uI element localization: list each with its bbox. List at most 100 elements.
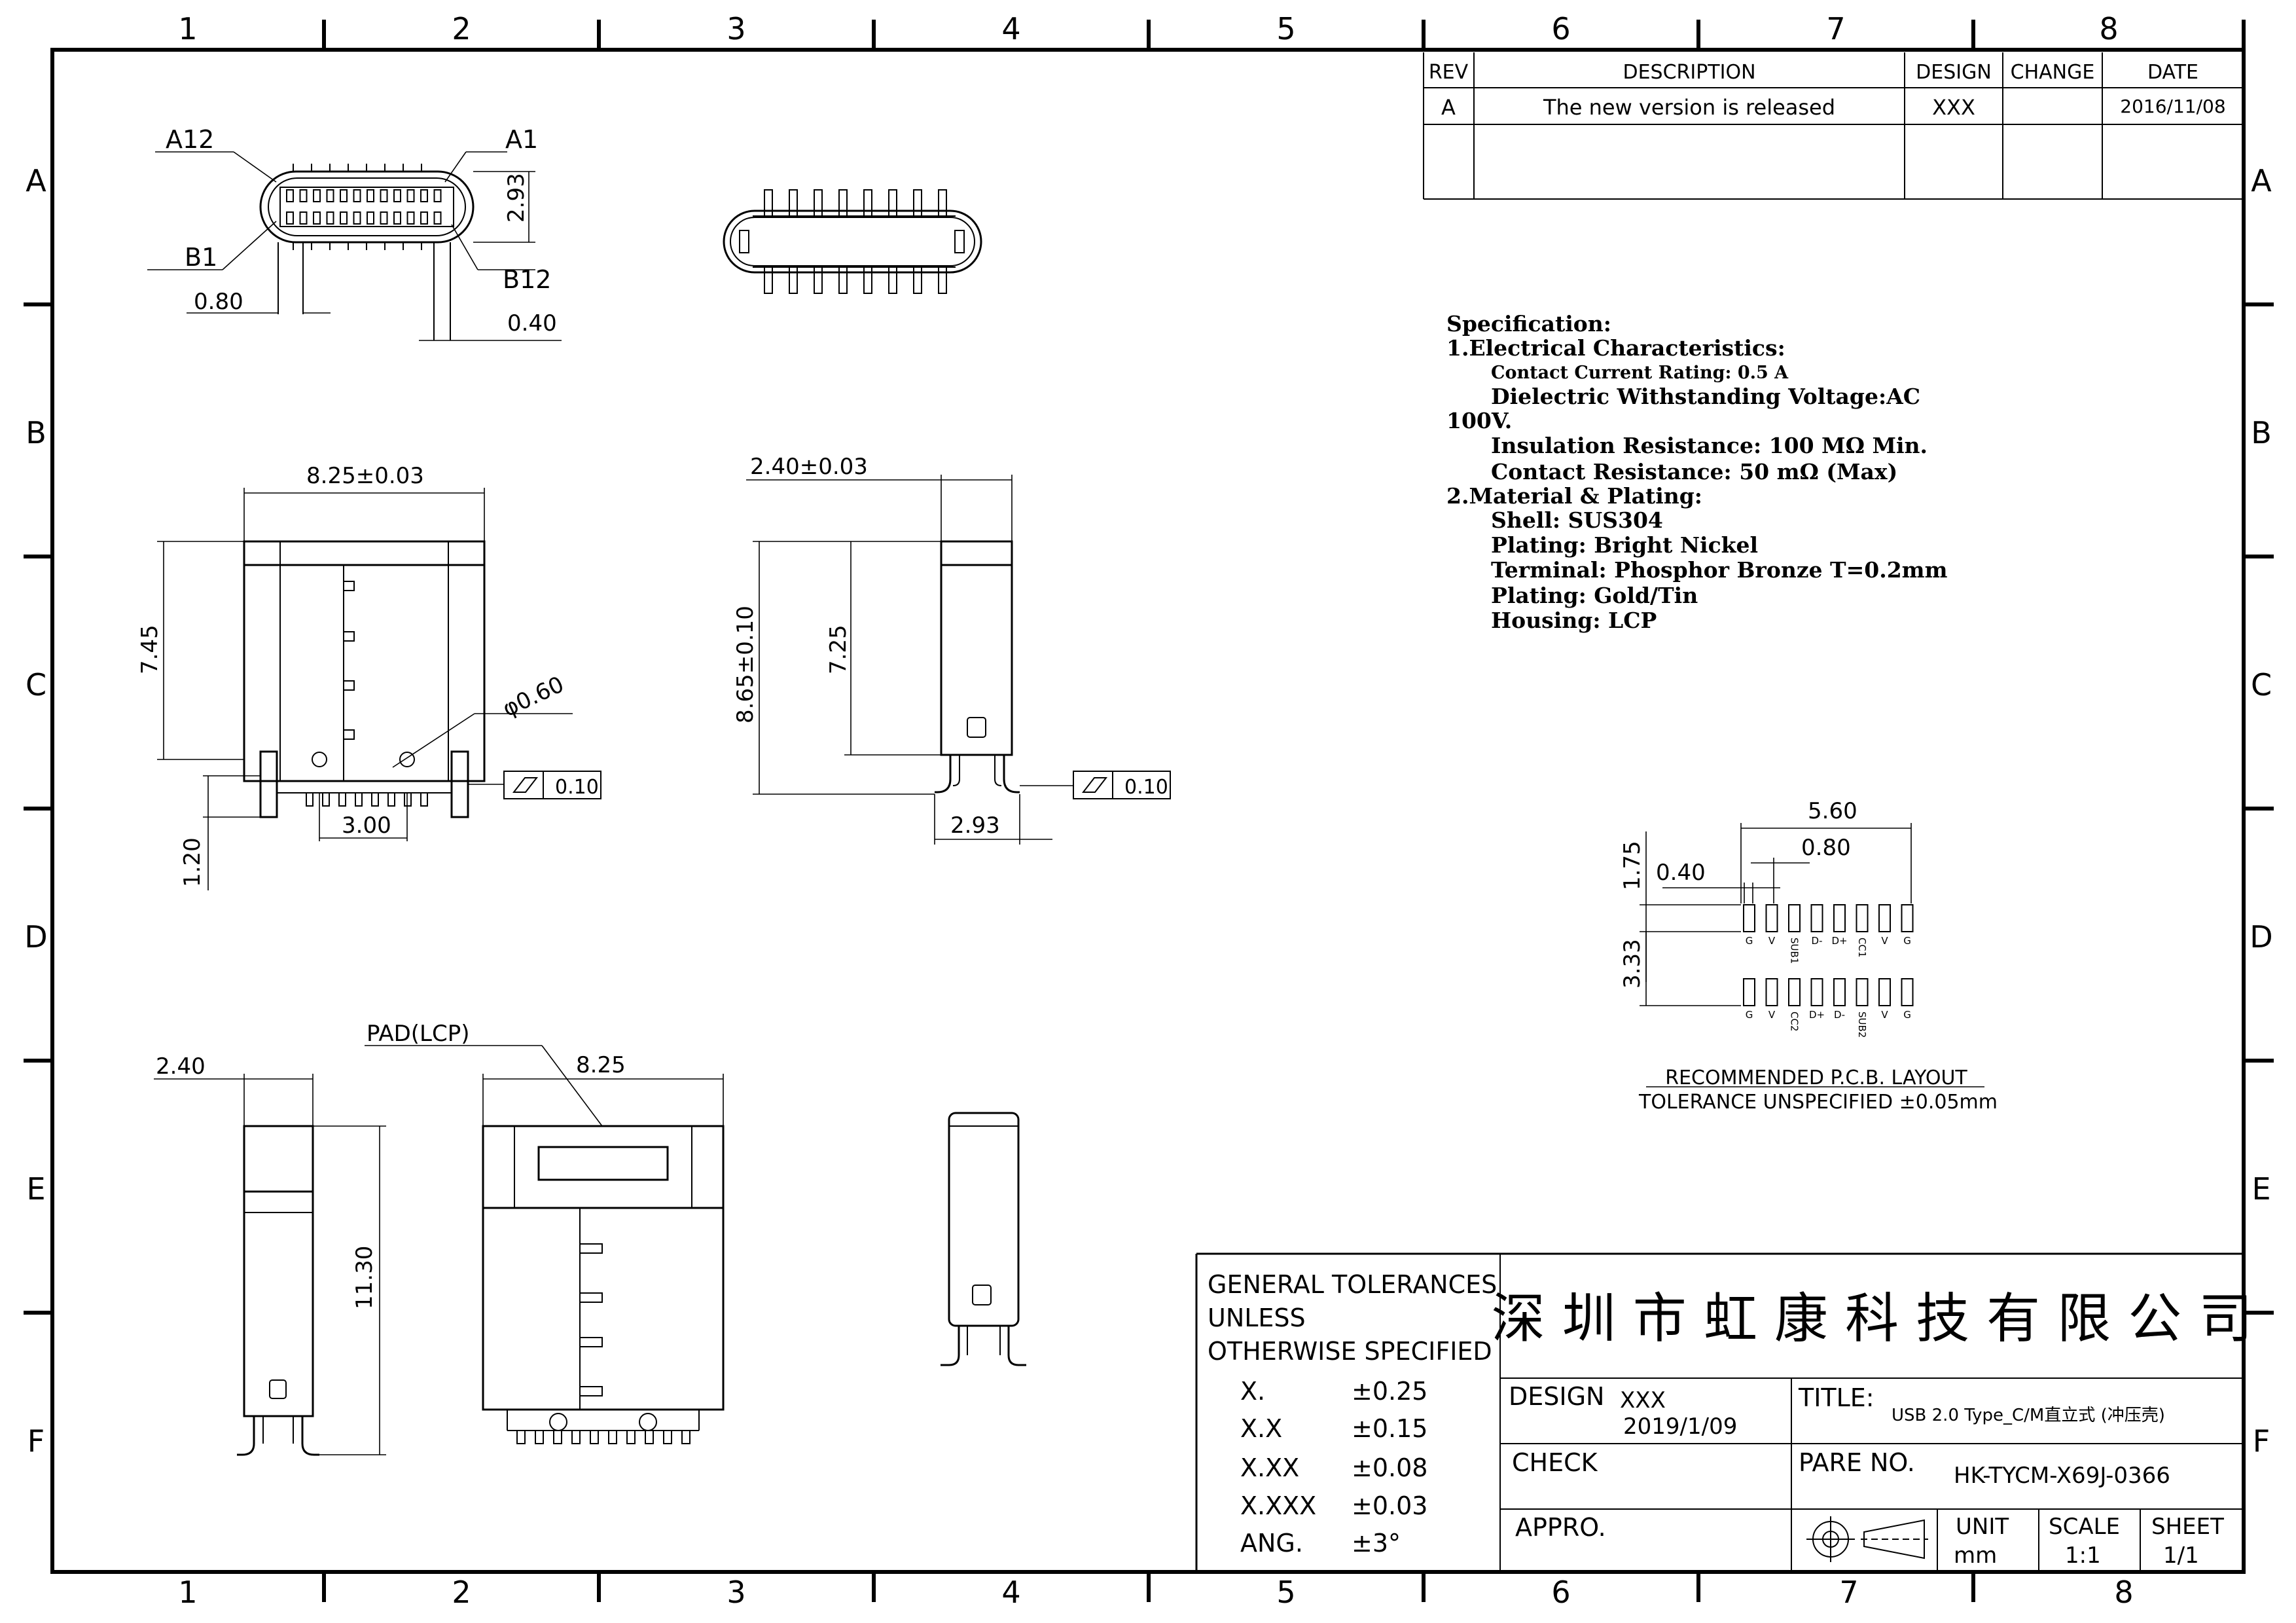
- pin: [663, 1430, 672, 1444]
- dim-width: 8.25: [576, 1052, 626, 1078]
- scale-label: SCALE: [2049, 1514, 2120, 1540]
- side-cap: [940, 540, 1013, 566]
- pcb-pin-label: SUB2: [1856, 1012, 1868, 1038]
- col-label: 7: [1839, 1575, 1858, 1610]
- side-body: [940, 564, 1013, 756]
- contact: [299, 189, 308, 202]
- sheet-label: SHEET: [2151, 1514, 2224, 1540]
- tol-heading: GENERAL TOLERANCES: [1208, 1270, 1497, 1299]
- pcb-pad: [1765, 904, 1778, 932]
- dim-total: 5.60: [1808, 798, 1857, 824]
- pin: [404, 792, 412, 807]
- dim-pin-spacing: 3.00: [342, 812, 391, 839]
- flatness-frame: [1073, 771, 1171, 799]
- dim-pad-width: 0.40: [1656, 860, 1706, 886]
- row-label: E: [2251, 1171, 2270, 1207]
- tol-value: ±0.25: [1352, 1377, 1427, 1406]
- spec-line: Shell: SUS304: [1491, 507, 1663, 533]
- contact: [286, 211, 294, 225]
- flatness-icon: [512, 777, 539, 793]
- dim-front-height: 7.45: [137, 625, 163, 674]
- specification-block: Specification: 1.Electrical Characterist…: [1446, 311, 1948, 633]
- tol-value: ±0.08: [1352, 1453, 1427, 1482]
- pin: [838, 266, 848, 294]
- pin: [355, 792, 363, 807]
- view-front-face: A12 A1 B1 B12 0.80 0.40 2.93: [147, 125, 562, 341]
- tol-value: ±3°: [1352, 1529, 1401, 1558]
- oval-inner: [730, 217, 975, 266]
- pcb-pin-label: V: [1768, 1009, 1776, 1021]
- row-label: D: [2250, 919, 2272, 955]
- col-label: 7: [1826, 11, 1845, 46]
- tol-key: X.XX: [1240, 1453, 1299, 1482]
- oval-outline: [723, 210, 982, 274]
- row-label: A: [2251, 163, 2272, 198]
- design-date: 2019/1/09: [1623, 1413, 1737, 1440]
- oval-key: [739, 230, 749, 253]
- pin: [571, 1430, 581, 1444]
- pin: [371, 792, 379, 807]
- dim-pad-height: 1.75: [1619, 841, 1645, 890]
- contact: [340, 189, 348, 202]
- row-label: A: [26, 163, 46, 198]
- pcb-tolerance: TOLERANCE UNSPECIFIED ±0.05mm: [1638, 1091, 1998, 1114]
- change-header: CHANGE: [2011, 61, 2095, 84]
- dim-row-spacing: 3.33: [1619, 939, 1645, 989]
- label-b12: B12: [503, 265, 551, 294]
- pad-lcp: [537, 1146, 669, 1181]
- date-header: DATE: [2147, 61, 2198, 84]
- sheet-value: 1/1: [2163, 1542, 2199, 1569]
- spec-line: Dielectric Withstanding Voltage:AC: [1491, 384, 1920, 409]
- dim-front-width: 8.25±0.03: [306, 463, 424, 489]
- contact: [299, 211, 308, 225]
- pin: [814, 266, 823, 294]
- dim-side-width: 2.40±0.03: [750, 454, 868, 480]
- spec-line: Terminal: Phosphor Bronze T=0.2mm: [1491, 557, 1948, 583]
- tol-key: X.XXX: [1240, 1491, 1316, 1520]
- pad-label: PAD(LCP): [367, 1021, 469, 1047]
- flatness-value: 0.10: [555, 776, 599, 799]
- right-post: [450, 750, 469, 818]
- pcb-pin-label: CC2: [1789, 1012, 1801, 1032]
- pcb-pad: [1810, 978, 1823, 1006]
- notch: [343, 581, 355, 591]
- pcb-pin-label: G: [1903, 935, 1911, 947]
- dim-side-height: 8.65±0.10: [732, 606, 759, 723]
- pin: [608, 1430, 617, 1444]
- pin: [306, 792, 314, 807]
- col-label: 8: [2114, 1575, 2133, 1610]
- col-label: 2: [452, 1575, 471, 1610]
- oval-key: [954, 230, 965, 253]
- contact: [433, 211, 442, 225]
- spec-line: Specification:: [1446, 311, 1611, 337]
- view-bottom-oval: [723, 189, 982, 294]
- tol-value: ±0.15: [1352, 1414, 1427, 1443]
- rev-header: REV: [1429, 61, 1469, 84]
- notch: [579, 1292, 603, 1303]
- tongue: [279, 187, 454, 227]
- contact: [393, 211, 401, 225]
- company-name: 深 圳 市 虹 康 科 技 有 限 公 司: [1492, 1288, 2253, 1350]
- projection-symbol-icon: [1806, 1516, 1928, 1562]
- check-label: CHECK: [1512, 1448, 1598, 1477]
- col-label: 3: [726, 11, 745, 46]
- tol-value: ±0.03: [1352, 1491, 1427, 1520]
- pin: [322, 792, 330, 807]
- scale-value: 1:1: [2065, 1542, 2101, 1569]
- flatness-value: 0.10: [1124, 776, 1168, 799]
- pin: [789, 266, 798, 294]
- notch: [579, 1243, 603, 1254]
- design-value: XXX: [1932, 95, 1975, 120]
- pcb-pad: [1856, 978, 1869, 1006]
- pcb-pin-label: D+: [1831, 935, 1847, 947]
- dim-width: 2.40: [156, 1053, 206, 1080]
- row-label: B: [2251, 415, 2272, 450]
- dim-pitch: 0.80: [1801, 835, 1851, 861]
- pcb-pin-label: D-: [1812, 935, 1823, 947]
- pcb-pad: [1810, 904, 1823, 932]
- appro-label: APPRO.: [1515, 1513, 1606, 1542]
- hole-right: [399, 752, 415, 767]
- view-side: 2.40±0.03 8.65±0.10 7.25 2.93 0.10: [732, 454, 1171, 845]
- flatness-icon: [1081, 777, 1108, 793]
